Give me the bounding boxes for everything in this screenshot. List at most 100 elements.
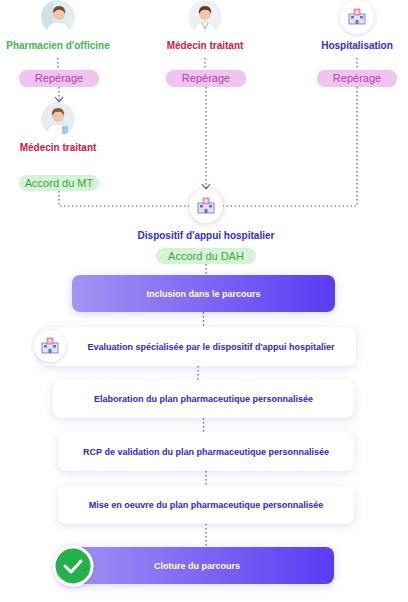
avatar-head bbox=[52, 110, 64, 122]
dotted-connector bbox=[202, 87, 210, 189]
actor-node: Médecin traitant bbox=[0, 102, 116, 160]
stethoscope bbox=[202, 23, 208, 29]
avatar-hair bbox=[199, 6, 211, 14]
hub-node: Dispositif d'appui hospitalier bbox=[189, 189, 223, 223]
connector-line bbox=[205, 264, 206, 275]
connector-line bbox=[356, 58, 357, 70]
roof bbox=[354, 9, 360, 15]
connector-line bbox=[205, 524, 206, 547]
dotted-connector bbox=[203, 312, 204, 327]
avatar-coat bbox=[193, 22, 217, 35]
node-label: RCP de validation du plan pharmaceutique… bbox=[83, 446, 329, 458]
dotted-connector bbox=[206, 264, 207, 275]
node-label: Repérage bbox=[35, 72, 83, 85]
avatar-hair bbox=[53, 6, 65, 14]
node-label: Accord du DAH bbox=[168, 250, 244, 263]
step-pill: Repérage bbox=[19, 70, 99, 87]
window bbox=[44, 345, 47, 348]
actor-node: Médecin traitant bbox=[147, 0, 263, 58]
avatar-coat bbox=[46, 124, 70, 137]
node-label: Médecin traitant bbox=[147, 40, 263, 52]
building bbox=[198, 203, 214, 213]
node-label: Mise en oeuvre du plan pharmaceutique pe… bbox=[89, 499, 324, 511]
process-box: Elaboration du plan pharmaceutique perso… bbox=[53, 380, 354, 418]
connector-line bbox=[203, 418, 204, 432]
approval-pill: Accord du DAH bbox=[156, 248, 256, 264]
actor-node: Pharmacien d'officine bbox=[0, 0, 116, 58]
node-label: Elaboration du plan pharmaceutique perso… bbox=[94, 393, 313, 405]
door bbox=[49, 349, 52, 353]
dotted-connector bbox=[205, 58, 206, 70]
check-mark bbox=[65, 561, 81, 572]
node-label: Dispositif d'appui hospitalier bbox=[106, 230, 306, 242]
connector-line bbox=[197, 366, 198, 380]
doctor-avatar bbox=[41, 102, 75, 137]
node-label: Pharmacien d'officine bbox=[0, 40, 116, 52]
connector-line bbox=[59, 191, 189, 206]
dotted-connector bbox=[203, 418, 204, 432]
icon-circle bbox=[34, 330, 66, 362]
node-label: Hospitalisation bbox=[307, 40, 407, 52]
avatar-head bbox=[53, 8, 65, 20]
window bbox=[351, 16, 354, 19]
node-label: Evaluation spécialisée par le dispositif… bbox=[87, 341, 334, 353]
shelf bbox=[41, 0, 53, 34]
avatar-head bbox=[199, 8, 211, 20]
connector-line bbox=[205, 87, 206, 189]
dotted-connector bbox=[59, 191, 189, 206]
step-pill: Repérage bbox=[166, 70, 246, 87]
connector-line bbox=[204, 58, 205, 70]
avatar-bg bbox=[41, 0, 75, 34]
node-label: Repérage bbox=[333, 72, 381, 85]
dotted-connector bbox=[206, 471, 207, 486]
dotted-connector bbox=[357, 58, 358, 70]
milestone-box: Cloture du parcours bbox=[60, 547, 334, 584]
hospital-icon bbox=[42, 338, 58, 353]
connector-line bbox=[57, 58, 58, 70]
arrow-head bbox=[55, 97, 63, 102]
door bbox=[356, 20, 359, 24]
dotted-connector bbox=[223, 87, 357, 206]
window bbox=[53, 345, 56, 348]
node-label: Médecin traitant bbox=[0, 142, 116, 154]
milestone-box: Inclusion dans le parcours bbox=[72, 275, 335, 312]
icon-circle bbox=[340, 0, 374, 34]
cross bbox=[355, 10, 359, 14]
cross bbox=[48, 339, 52, 343]
avatar-coat bbox=[46, 22, 70, 35]
connector-line bbox=[203, 312, 204, 327]
node-label: Repérage bbox=[182, 72, 230, 85]
node-label: Accord du MT bbox=[25, 177, 93, 190]
doctor-avatar bbox=[188, 0, 222, 35]
connector-line bbox=[223, 87, 357, 206]
cross bbox=[204, 199, 208, 203]
avatar-bg bbox=[41, 102, 75, 136]
hospital-icon bbox=[198, 198, 214, 213]
check-circle bbox=[54, 547, 92, 585]
building bbox=[349, 14, 365, 24]
avatar-bg bbox=[188, 0, 222, 34]
door bbox=[205, 209, 208, 213]
dotted-connector bbox=[198, 366, 199, 380]
dotted-connector bbox=[55, 87, 63, 102]
clipboard bbox=[62, 126, 68, 134]
dotted-connector bbox=[206, 524, 207, 547]
window bbox=[200, 205, 203, 208]
step-pill: Repérage bbox=[317, 70, 397, 87]
process-box: Mise en oeuvre du plan pharmaceutique pe… bbox=[58, 486, 354, 524]
approval-pill: Accord du MT bbox=[19, 175, 99, 191]
node-label: Inclusion dans le parcours bbox=[146, 288, 260, 300]
avatar-hair bbox=[52, 108, 64, 116]
node-label: Cloture du parcours bbox=[154, 560, 240, 572]
actor-node: Hospitalisation bbox=[307, 0, 407, 58]
building bbox=[42, 343, 58, 353]
pharmacist-avatar bbox=[41, 0, 75, 35]
connector-line bbox=[205, 471, 206, 486]
window bbox=[209, 205, 212, 208]
connector-line bbox=[58, 87, 59, 102]
process-box: Evaluation spécialisée par le dispositif… bbox=[40, 327, 356, 366]
window bbox=[360, 16, 363, 19]
roof bbox=[203, 198, 209, 204]
